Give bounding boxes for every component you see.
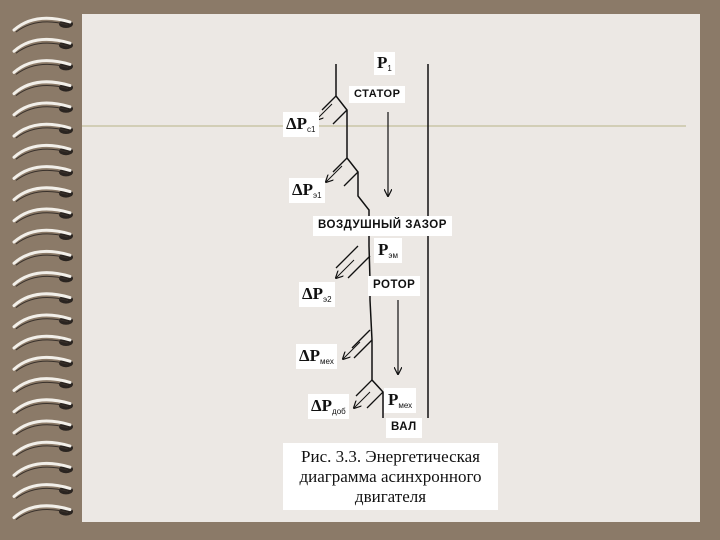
- flow-left-edge-stator: [335, 64, 370, 233]
- caption-line-2: диаграмма асинхронного: [299, 467, 482, 486]
- spiral-ring: [12, 37, 73, 54]
- loss-branch-c1: [321, 95, 337, 111]
- loss-branch-e2-b: [347, 255, 371, 279]
- caption-line-3: двигателя: [354, 487, 427, 506]
- notebook-spiral-binding: [0, 0, 82, 540]
- spiral-ring: [12, 377, 73, 393]
- label-stator: СТАТОР: [349, 86, 406, 103]
- spiral-ring: [12, 165, 73, 181]
- label-p-em: Pэм: [374, 238, 402, 263]
- label-dp-mech: ΔPмех: [296, 344, 337, 369]
- caption-line-1: Рис. 3.3. Энергетическая: [301, 447, 480, 466]
- spiral-ring: [12, 419, 73, 436]
- label-dp-e2: ΔPэ2: [299, 282, 335, 307]
- spiral-rings: [12, 16, 73, 521]
- label-dp-e1: ΔPэ1: [289, 178, 325, 203]
- loss-branch-e1: [332, 157, 348, 173]
- loss-arrow-add: [354, 391, 371, 408]
- label-p1: P1: [374, 52, 395, 75]
- spiral-ring: [12, 398, 73, 415]
- loss-branch-add-b: [366, 391, 384, 409]
- loss-branch-c1-b: [332, 109, 348, 125]
- spiral-ring: [12, 207, 73, 224]
- label-rotor: РОТОР: [368, 276, 421, 296]
- flow-left-edge-rotor: [368, 233, 384, 418]
- label-shaft: ВАЛ: [386, 418, 422, 438]
- loss-arrow-mech: [343, 341, 361, 359]
- spiral-ring: [12, 186, 73, 203]
- loss-arrow-c1: [316, 103, 333, 120]
- figure-caption: Рис. 3.3. Энергетическая диаграмма асинх…: [283, 443, 498, 510]
- spiral-ring: [12, 228, 73, 245]
- spiral-ring: [12, 80, 73, 97]
- loss-branch-e1-b: [343, 171, 359, 187]
- loss-branch-mech-b: [353, 339, 373, 359]
- spiral-ring: [12, 122, 73, 139]
- label-air-gap: ВОЗДУШНЫЙ ЗАЗОР: [313, 216, 452, 236]
- label-dp-c1: ΔPc1: [283, 112, 319, 137]
- loss-arrow-e1: [326, 165, 343, 182]
- spiral-ring: [12, 101, 73, 118]
- spiral-ring: [12, 461, 73, 478]
- spiral-ring: [12, 271, 73, 287]
- loss-arrow-e2: [336, 259, 355, 278]
- spiral-ring: [12, 143, 73, 160]
- spiral-ring: [12, 483, 73, 499]
- label-p-mech: Pмех: [384, 388, 417, 413]
- spiral-ring: [12, 334, 73, 351]
- spiral-ring: [12, 16, 73, 33]
- spiral-ring: [12, 292, 73, 309]
- loss-branch-mech: [351, 329, 371, 349]
- loss-branch-e2: [335, 245, 359, 269]
- spiral-ring: [12, 504, 73, 521]
- spiral-ring: [12, 313, 73, 330]
- loss-branch-add: [355, 379, 373, 397]
- spiral-ring: [12, 59, 73, 75]
- label-dp-add: ΔPдоб: [308, 394, 349, 419]
- spiral-ring: [12, 355, 73, 372]
- spiral-ring: [12, 249, 73, 266]
- spiral-ring: [12, 440, 73, 457]
